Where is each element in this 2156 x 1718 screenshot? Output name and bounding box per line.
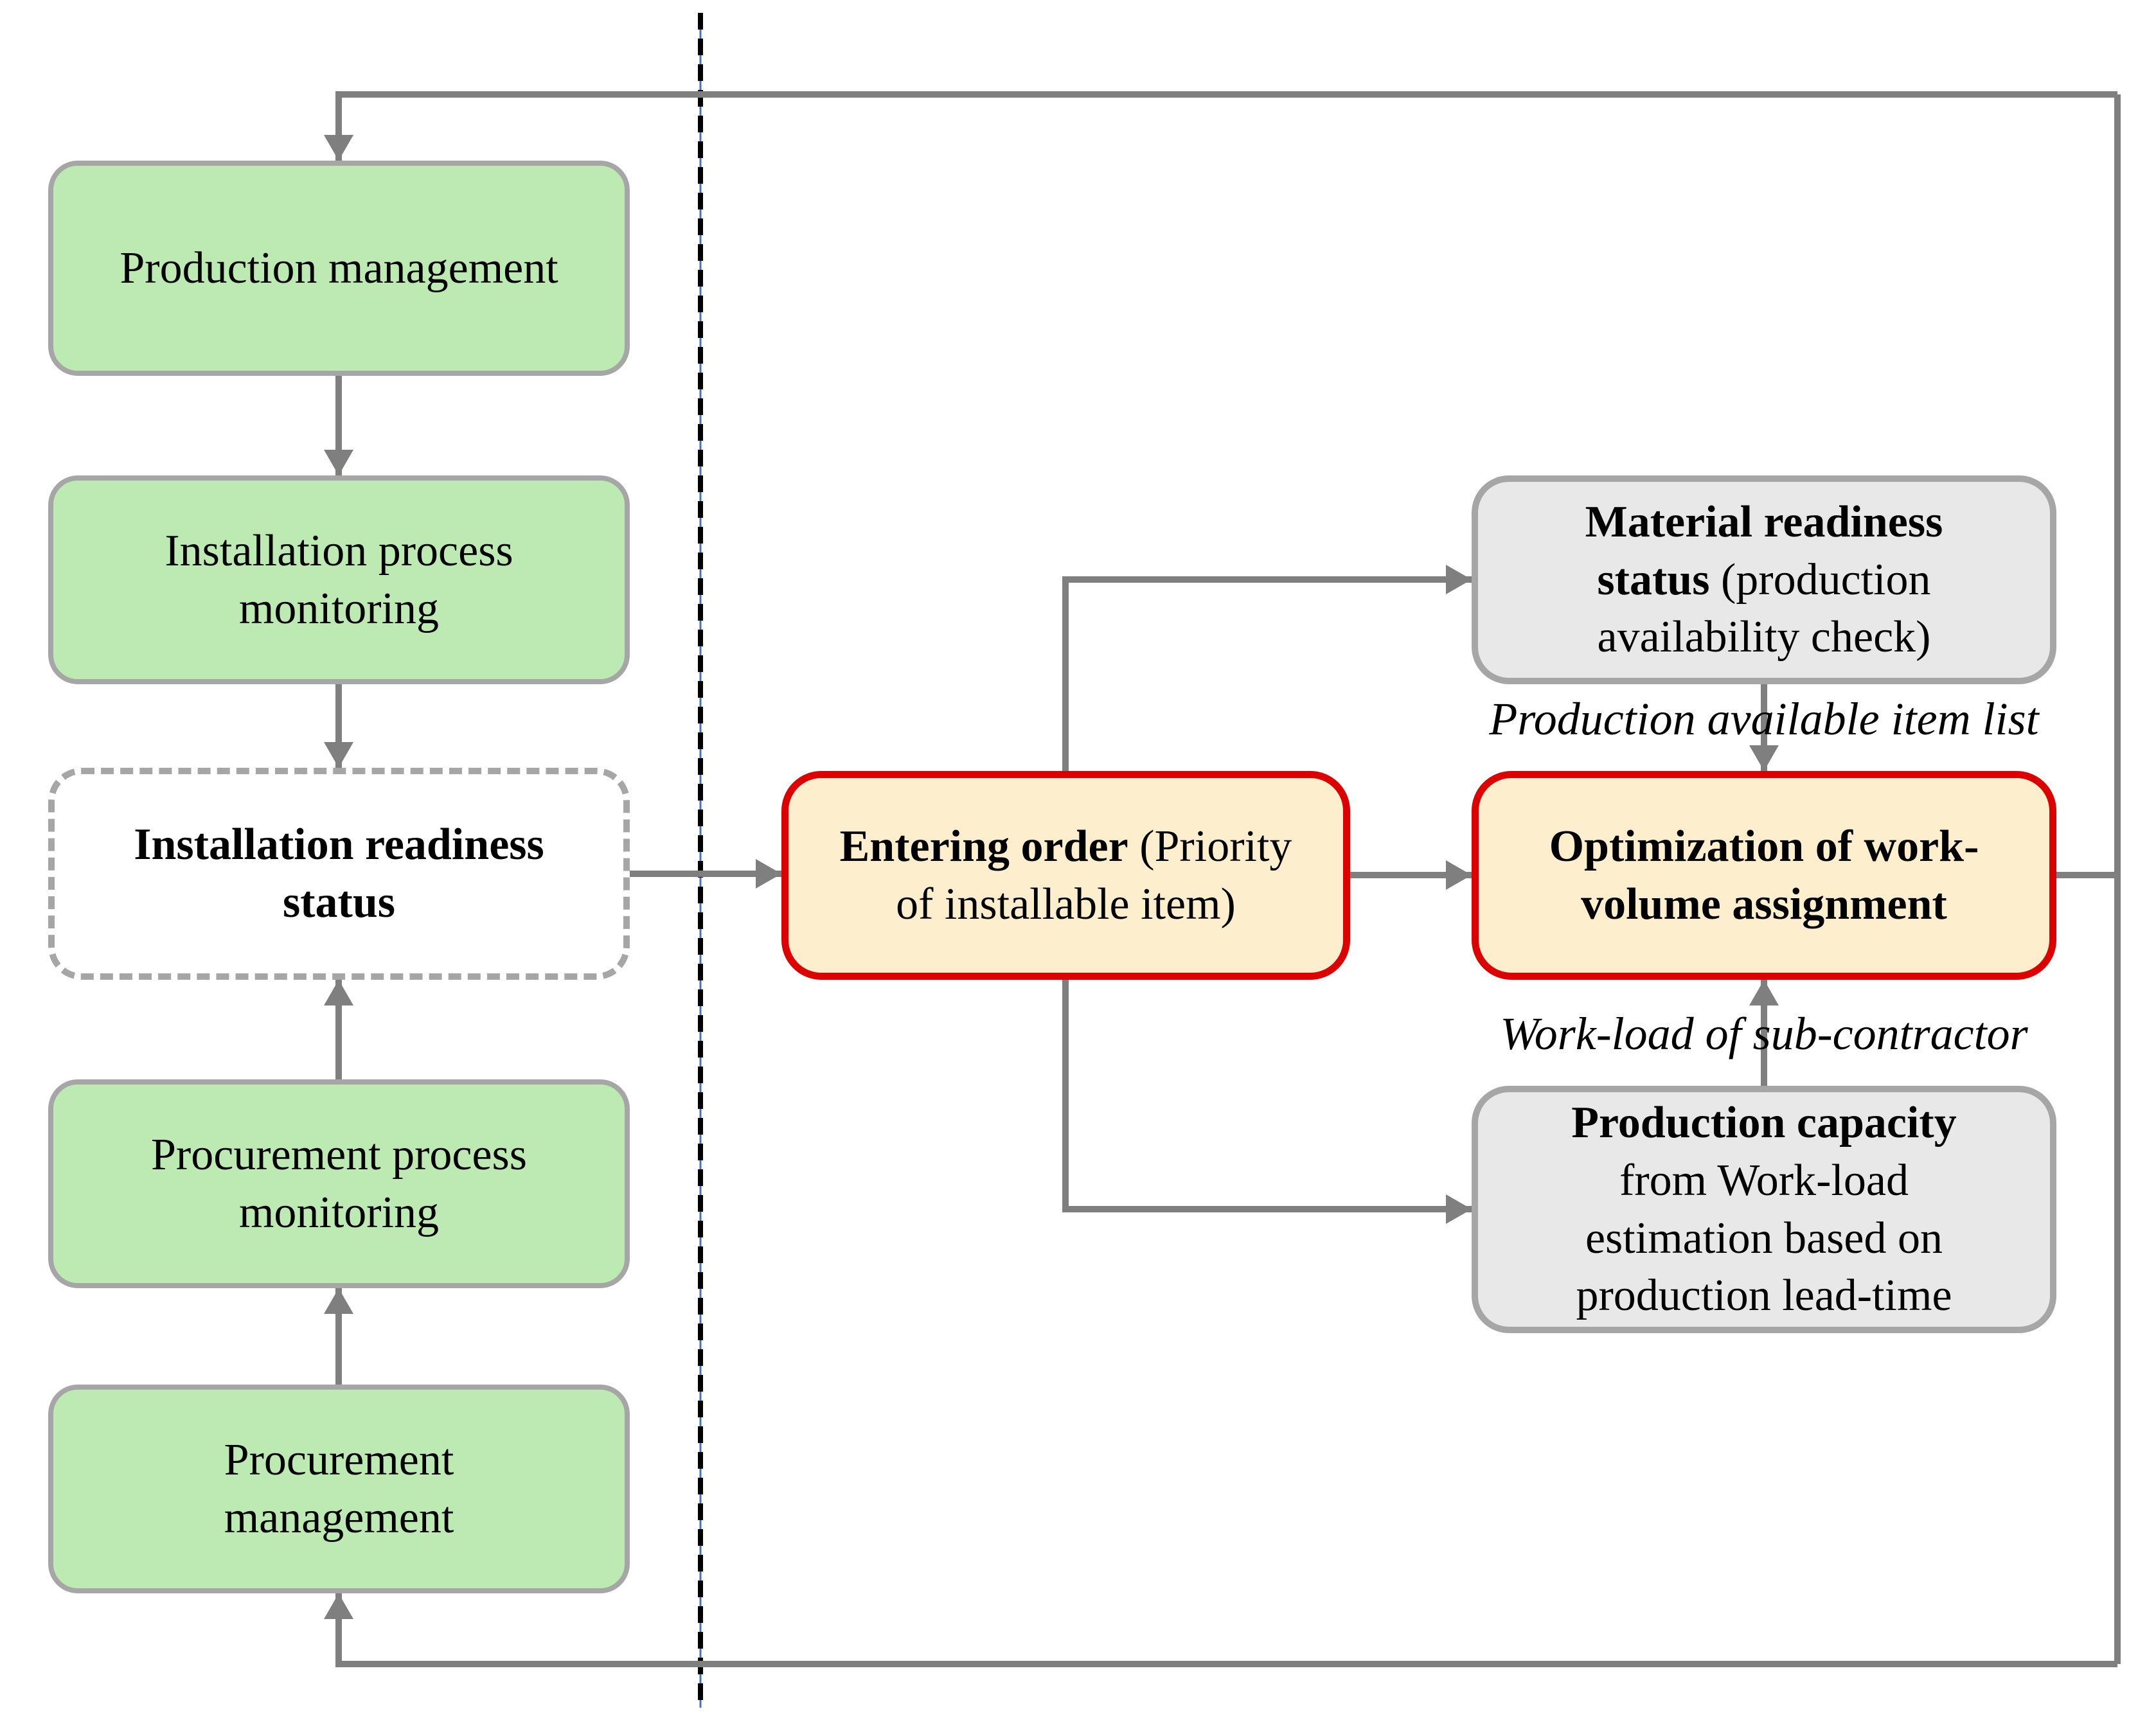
node-material-readiness-status: Material readiness status (production av…	[1472, 475, 2056, 684]
label-work-load-of-sub-contractor: Work-load of sub-contractor	[1500, 1008, 2028, 1059]
node-installation-process-monitoring: Installation process monitoring	[48, 475, 630, 684]
node-label-bold: Material readiness status	[1585, 497, 1943, 605]
node-label: Production capacity from Work-load estim…	[1571, 1094, 1957, 1324]
connector-entering-to-material	[1062, 565, 1472, 771]
connector-top-feedback	[324, 91, 2117, 161]
connector-entering-to-capacity	[1062, 980, 1472, 1224]
label-production-available-item-list: Production available item list	[1489, 693, 2039, 745]
node-label: Optimization of work- volume assignment	[1549, 818, 1979, 933]
node-label: Material readiness status (production av…	[1585, 493, 1943, 666]
node-label: Entering order (Priority of installable …	[840, 818, 1292, 933]
node-label-rest: (Priority of installable item)	[896, 821, 1292, 929]
node-label-rest: (production availability check)	[1597, 554, 1931, 662]
node-procurement-process-monitoring: Procurement process monitoring	[48, 1079, 630, 1288]
node-label: Procurement management	[224, 1435, 454, 1543]
node-production-capacity: Production capacity from Work-load estim…	[1472, 1086, 2056, 1333]
node-procurement-management: Procurement management	[48, 1385, 630, 1593]
node-label-rest: from Work-load estimation based on produ…	[1576, 1155, 1952, 1321]
connector-bottom-feedback	[324, 1593, 2117, 1667]
node-production-management: Production management	[48, 161, 630, 376]
node-label: Production management	[120, 243, 558, 293]
node-entering-order: Entering order (Priority of installable …	[781, 771, 1350, 980]
node-optimization-work-volume: Optimization of work- volume assignment	[1472, 771, 2056, 980]
node-label: Installation process monitoring	[165, 526, 513, 633]
node-label: Installation readiness status	[134, 820, 544, 927]
node-label-bold: Production capacity	[1571, 1098, 1957, 1148]
node-installation-readiness-status: Installation readiness status	[48, 768, 630, 980]
node-label: Procurement process monitoring	[150, 1129, 528, 1237]
node-label-bold: Optimization of work- volume assignment	[1549, 821, 1979, 929]
node-label-bold: Entering order	[839, 821, 1128, 871]
